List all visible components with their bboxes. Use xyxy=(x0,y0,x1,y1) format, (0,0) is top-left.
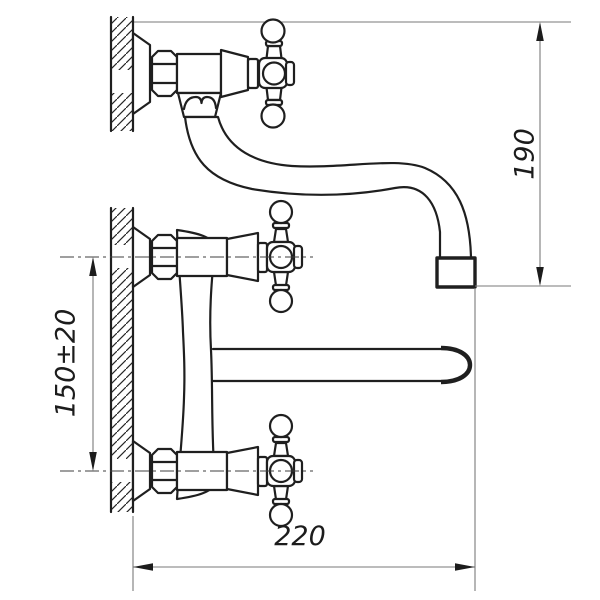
cross-handle-ball-top-side xyxy=(260,18,286,44)
spout-tip-cap xyxy=(440,345,473,385)
dimension-150: 150±20 xyxy=(51,257,97,471)
side-view xyxy=(109,15,571,289)
dim-190-arrow-down xyxy=(536,267,544,286)
hex-nut-side xyxy=(150,49,179,98)
wall-pipe-hole xyxy=(110,70,135,93)
dim-220-arrow-right xyxy=(455,563,475,571)
faucet-side-view xyxy=(131,18,477,289)
dim-190-label: 190 xyxy=(510,128,541,180)
valve-body-side xyxy=(175,52,223,95)
handle-stem-top-side xyxy=(265,44,283,60)
flange-side xyxy=(131,31,152,116)
dim-190-arrow-up xyxy=(536,22,544,41)
wall-section-side xyxy=(109,15,135,133)
dim-150-label: 150±20 xyxy=(51,309,82,418)
swan-spout-tube xyxy=(183,115,473,260)
front-view xyxy=(60,199,473,528)
valve-collar-side xyxy=(246,57,260,90)
spout-front xyxy=(211,345,473,385)
handle-stem-bottom-side xyxy=(265,86,283,102)
wall-hatch xyxy=(112,208,133,512)
wall-section-front xyxy=(109,206,135,514)
dimension-220: 220 xyxy=(132,288,476,591)
dim-150-arrow-down xyxy=(89,452,97,471)
cross-handle-ball-bottom-side xyxy=(260,103,286,129)
cross-handle-hub-circle-side xyxy=(261,61,287,86)
spout-union-lobes xyxy=(182,95,218,111)
dim-220-label: 220 xyxy=(274,521,326,552)
spout-outlet xyxy=(435,256,477,289)
dim-150-arrow-up xyxy=(89,257,97,276)
cross-handle-cap-side xyxy=(284,60,296,87)
dimension-190: 190 xyxy=(475,22,571,287)
dim-220-arrow-left xyxy=(133,563,153,571)
valve-cone-side xyxy=(219,48,250,99)
